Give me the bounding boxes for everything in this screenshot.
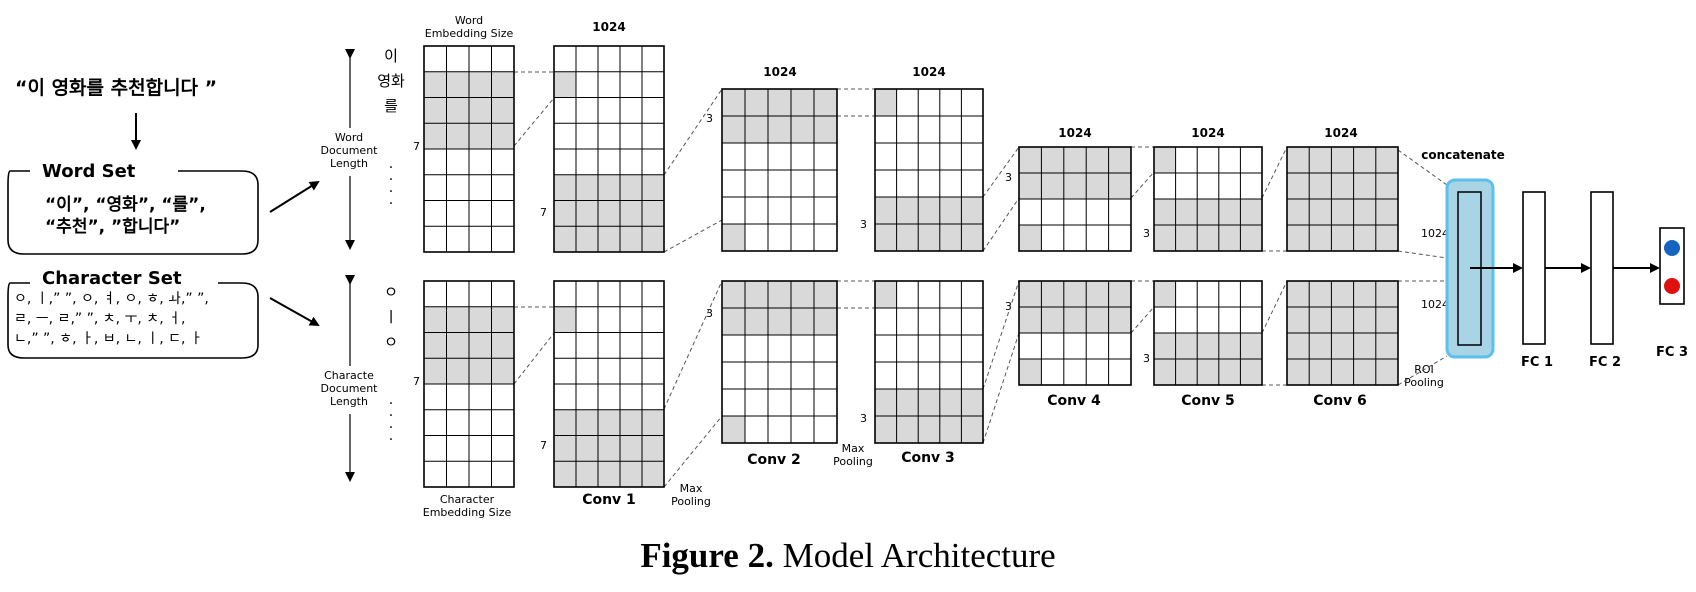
conv6-bottom (1286, 280, 1399, 386)
conv3-label: Conv 3 (901, 450, 955, 466)
channels-conv1: 1024 (592, 20, 625, 34)
filter-size-conv5-top: 3 (1143, 227, 1150, 240)
filter-size-conv1-top: 7 (540, 206, 547, 219)
filter-size-conv4-bottom: 3 (1005, 300, 1012, 313)
word-doc-length-label-1: Word (335, 131, 363, 144)
svg-text:·: · (389, 184, 393, 200)
svg-text:·: · (389, 420, 393, 436)
filter-size-conv4-top: 3 (1005, 171, 1012, 184)
svg-text:·: · (389, 408, 393, 424)
conv1-bottom (553, 280, 665, 488)
fc3-label: FC 3 (1656, 345, 1688, 360)
conv5-bottom (1153, 280, 1263, 386)
char-embedding-size-label-2: Embedding Size (423, 506, 512, 519)
max-pooling-2-line-1: Max (842, 442, 865, 455)
conv6-label: Conv 6 (1313, 393, 1367, 409)
word-ellipsis: · (389, 160, 393, 176)
output-node-blue (1664, 240, 1680, 256)
char-ellipsis: · (389, 396, 393, 412)
character-set-line-2: ㄹ, ㅡ, ㄹ,” ”, ㅊ, ㅜ, ㅊ, ㅓ, (14, 311, 185, 327)
filter-size-input-bottom: 7 (413, 375, 420, 388)
max-pooling-2-line-2: Pooling (833, 455, 873, 468)
conv5-top (1153, 146, 1263, 252)
conv2-bottom (721, 280, 838, 444)
svg-text:·: · (389, 196, 393, 212)
fc2-label: FC 2 (1589, 355, 1621, 370)
character-set-title: Character Set (42, 268, 182, 289)
channels-conv6: 1024 (1324, 126, 1357, 140)
char-doc-length-label-2: Document (321, 382, 379, 395)
word-set-line-1: “이”, “영화”, “를”, (45, 195, 206, 215)
conv5-label: Conv 5 (1181, 393, 1235, 409)
word-doc-length-label-3: Length (330, 157, 368, 170)
conv4-bottom (1018, 280, 1132, 386)
word-set-box: Word Set “이”, “영화”, “를”, “추천”, ”합니다” (7, 161, 259, 255)
character-set-arrow (269, 297, 320, 326)
word-token-1: 이 (384, 47, 398, 65)
feature-map-grids (423, 45, 1399, 488)
channels-conv5: 1024 (1191, 126, 1224, 140)
character-set-line-1: ㅇ, ㅣ,” ”, ㅇ, ㅕ, ㅇ, ㅎ, ㅘ,” ”, (14, 291, 209, 307)
word-doc-length-label-2: Document (321, 144, 379, 157)
conv6-top (1286, 146, 1399, 252)
conv3-bottom (874, 280, 984, 444)
word-embedding-matrix (423, 45, 515, 253)
char-token-2: ㅣ (384, 308, 398, 326)
char-token-3: ㅇ (384, 333, 398, 351)
word-embedding-size-label-1: Word (455, 14, 483, 27)
concat-dim-top: 1024 (1421, 227, 1449, 240)
filter-size-conv1-bottom: 7 (540, 439, 547, 452)
concatenate-label: concatenate (1421, 148, 1505, 162)
filter-size-conv3-bottom: 3 (860, 412, 867, 425)
svg-text:·: · (389, 172, 393, 188)
filter-size-conv2-top: 3 (706, 112, 713, 125)
roi-pooling-line-2: Pooling (1404, 376, 1444, 389)
concat-dim-bottom: 1024 (1421, 298, 1449, 311)
channels-conv4: 1024 (1058, 126, 1091, 140)
word-set-arrow (269, 180, 320, 213)
channels-conv3: 1024 (912, 65, 945, 79)
caption-figure-number: Figure 2. (640, 536, 774, 575)
word-embedding-size-label-2: Embedding Size (425, 27, 514, 40)
filter-size-conv5-bottom: 3 (1143, 352, 1150, 365)
character-set-line-3: ㄴ,” ”, ㅎ, ㅏ, ㅂ, ㄴ, ㅣ, ㄷ, ㅏ (14, 331, 203, 347)
word-token-3: 를 (384, 97, 398, 115)
word-set-title: Word Set (42, 161, 136, 182)
feature-map-connectors (513, 71, 1448, 488)
conv1-label: Conv 1 (582, 492, 636, 508)
char-embedding-matrix (423, 280, 515, 488)
conv1-top (553, 45, 665, 253)
character-set-box: Character Set ㅇ, ㅣ,” ”, ㅇ, ㅕ, ㅇ, ㅎ, ㅘ,” … (7, 268, 259, 359)
char-token-1: ㅇ (384, 283, 398, 301)
char-embedding-size-label-1: Character (440, 493, 495, 506)
fc1-label: FC 1 (1521, 355, 1553, 370)
fc2-block (1590, 191, 1614, 345)
word-token-2: 영화 (377, 72, 405, 90)
word-set-line-2: “추천”, ”합니다” (45, 216, 180, 237)
conv4-label: Conv 4 (1047, 393, 1101, 409)
max-pooling-1-line-1: Max (680, 482, 703, 495)
conv2-label: Conv 2 (747, 452, 801, 468)
char-doc-length-label-1: Characte (324, 369, 374, 382)
svg-text:·: · (389, 432, 393, 448)
conv2-top (721, 88, 838, 252)
filter-size-input-top: 7 (413, 140, 420, 153)
max-pooling-1-line-2: Pooling (671, 495, 711, 508)
fc1-block (1522, 191, 1546, 345)
filter-size-conv2-bottom: 3 (706, 307, 713, 320)
caption-text: Model Architecture (773, 536, 1056, 575)
filter-size-conv3-top: 3 (860, 218, 867, 231)
fully-connected-layers (1445, 178, 1685, 359)
figure-caption: Figure 2. Model Architecture (0, 536, 1696, 576)
conv3-top (874, 88, 984, 252)
input-sentence: “이 영화를 추천합니다 ” (15, 77, 217, 99)
conv4-top (1018, 146, 1132, 252)
output-node-red (1664, 278, 1680, 294)
channels-conv2: 1024 (763, 65, 796, 79)
char-doc-length-label-3: Length (330, 395, 368, 408)
